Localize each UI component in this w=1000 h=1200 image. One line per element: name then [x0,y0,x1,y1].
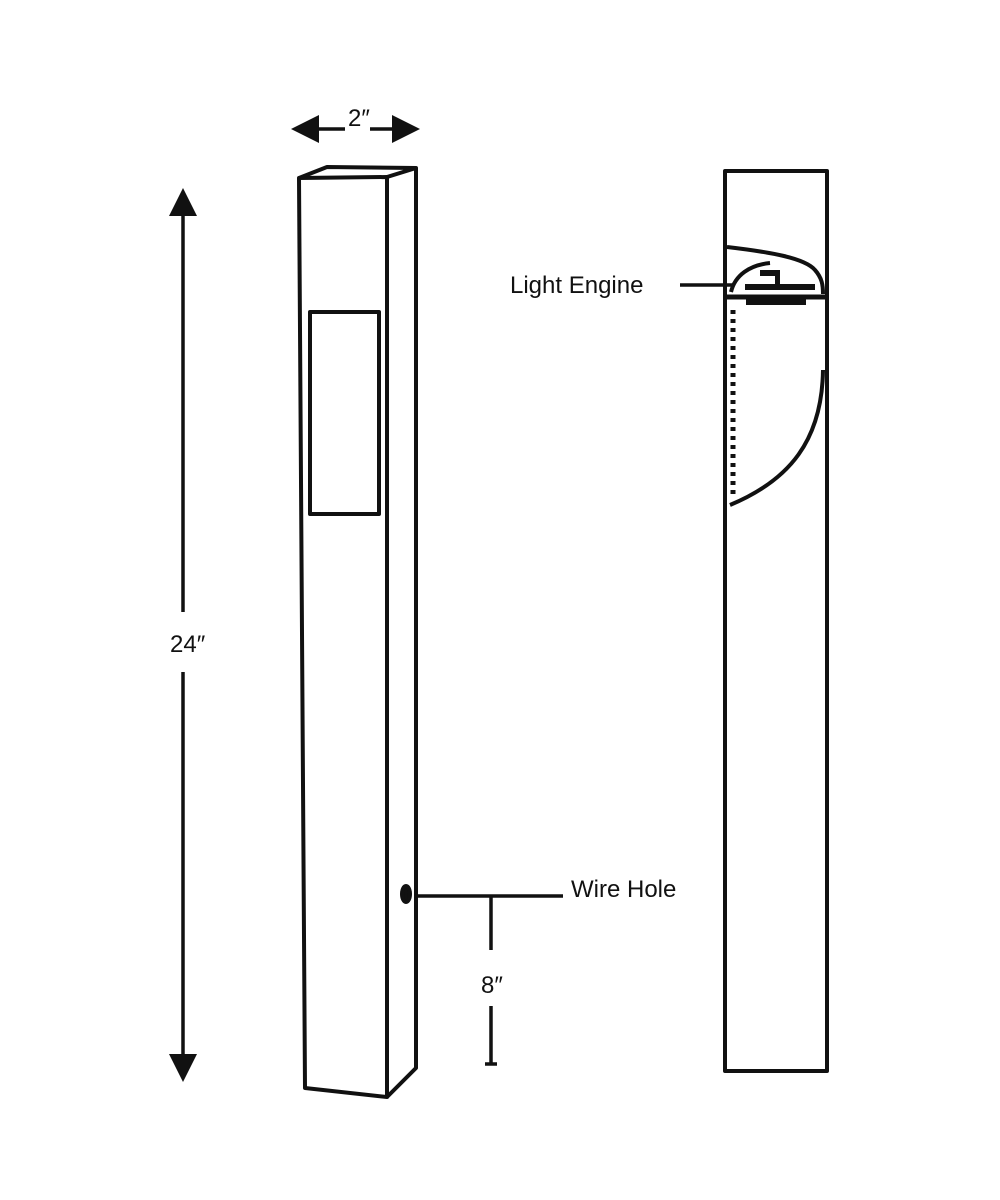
light-engine-icon [745,270,815,305]
light-window [308,310,381,516]
height-label: 24″ [170,631,206,658]
post-front-view [297,165,418,1099]
wire-hole-height-label: 8″ [481,972,503,999]
wire-hole-icon [400,884,412,904]
post-section-view [723,169,829,1073]
width-label: 2″ [348,105,370,132]
wire-hole-label: Wire Hole [571,876,676,903]
light-engine-label: Light Engine [510,272,643,299]
wire-hole-leader [414,894,563,1066]
